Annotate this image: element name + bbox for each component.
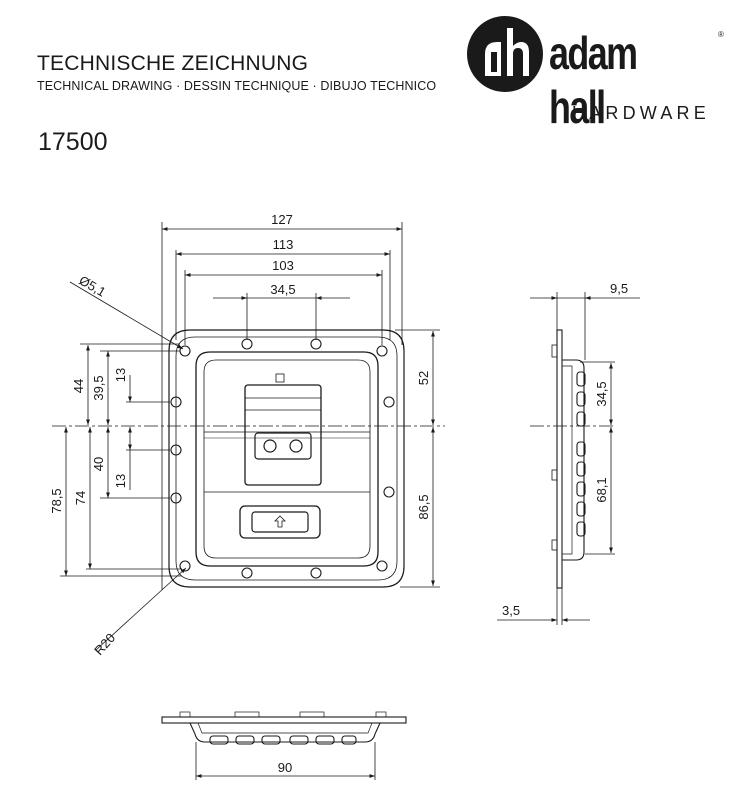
- side-view-dimension-labels: 9,5 34,5 68,1 3,5: [502, 281, 628, 618]
- logo-registered-mark: ®: [718, 30, 724, 39]
- mounting-hole: [170, 396, 182, 408]
- dim-label-9-5: 9,5: [610, 281, 628, 296]
- drawing-title: TECHNISCHE ZEICHNUNG: [37, 52, 309, 75]
- dim-label-113: 113: [273, 237, 294, 252]
- dim-label-44: 44: [71, 379, 86, 393]
- dim-label-39-5: 39,5: [91, 375, 106, 400]
- dim-label-13-bottom: 13: [113, 474, 128, 488]
- mounting-hole: [376, 560, 388, 572]
- dim-label-86-5: 86,5: [416, 494, 431, 519]
- mounting-hole: [310, 338, 322, 350]
- mounting-hole: [310, 567, 322, 579]
- adam-hall-monogram-icon: [467, 16, 543, 92]
- mounting-hole: [179, 345, 191, 357]
- dim-label-90: 90: [278, 760, 292, 775]
- front-view-dish-outline: [195, 351, 379, 567]
- side-view-dimensions: [497, 292, 640, 625]
- front-view-flange-outline: [168, 329, 405, 588]
- drawing-subtitle: TECHNICAL DRAWING · DESSIN TECHNIQUE · D…: [37, 79, 437, 93]
- side-view: [530, 329, 615, 589]
- mounting-hole: [241, 567, 253, 579]
- dim-label-127: 127: [271, 212, 293, 227]
- dim-label-103: 103: [272, 258, 294, 273]
- mounting-hole: [383, 486, 395, 498]
- dim-label-74: 74: [73, 491, 88, 505]
- front-view: [52, 329, 445, 588]
- logo-wordmark: adam hall: [549, 27, 638, 133]
- bottom-view-dimensions: [195, 742, 376, 780]
- dim-label-34-5: 34,5: [270, 282, 295, 297]
- mounting-hole: [241, 338, 253, 350]
- mounting-hole: [376, 345, 388, 357]
- mounting-hole: [383, 396, 395, 408]
- dim-label-78-5: 78,5: [49, 488, 64, 513]
- dim-label-3-5: 3,5: [502, 603, 520, 618]
- front-view-dimensions: [60, 222, 440, 651]
- mounting-hole: [179, 560, 191, 572]
- mounting-hole: [170, 444, 182, 456]
- dim-label-40: 40: [91, 457, 106, 471]
- dim-label-r20: R20: [91, 630, 118, 658]
- dim-label-68-1: 68,1: [594, 477, 609, 502]
- dim-label-34-5-side: 34,5: [594, 381, 609, 406]
- logo-tagline: HARDWARE: [572, 103, 710, 123]
- mounting-hole: [170, 492, 182, 504]
- front-view-dimension-labels: 127 113 103 34,5 Ø5,1 44 39,5 13 40 13 7…: [49, 212, 431, 658]
- dim-label-13-top: 13: [113, 368, 128, 382]
- part-number: 17500: [38, 128, 108, 156]
- bottom-view: [161, 711, 407, 745]
- dim-label-52: 52: [416, 371, 431, 385]
